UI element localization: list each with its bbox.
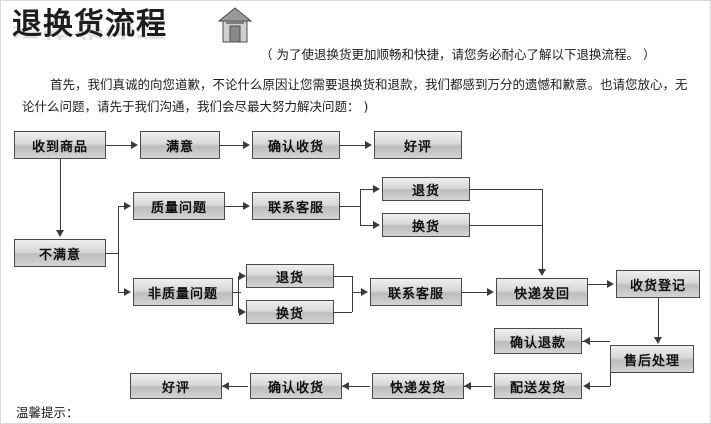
flow-node-n11: 退货 bbox=[246, 264, 334, 288]
connector-line bbox=[238, 276, 239, 312]
intro-line-1: 首先，我们真诚的向您道歉，不论什么原因让您需要退换货和退款，我们都感到万分的遗憾… bbox=[50, 77, 688, 92]
connector-line bbox=[464, 386, 492, 387]
connector-arrow bbox=[487, 288, 494, 296]
flow-node-n4: 好评 bbox=[374, 131, 462, 159]
flow-node-n13: 联系客服 bbox=[370, 278, 462, 306]
flow-node-n9: 换货 bbox=[382, 213, 470, 237]
connector-line bbox=[470, 189, 542, 190]
connector-arrow bbox=[131, 141, 138, 149]
connector-line bbox=[106, 253, 118, 254]
connector-arrow bbox=[365, 141, 372, 149]
connector-arrow bbox=[361, 288, 368, 296]
flow-node-n7: 联系客服 bbox=[252, 192, 340, 220]
connector-line bbox=[470, 225, 542, 226]
connector-line bbox=[360, 189, 374, 190]
flow-node-n14: 快递发回 bbox=[496, 278, 588, 306]
connector-line bbox=[225, 206, 243, 207]
flow-node-n16: 售后处理 bbox=[610, 345, 694, 373]
intro-paragraph: 首先，我们真诚的向您道歉，不论什么原因让您需要退换货和退款，我们都感到万分的遗憾… bbox=[22, 74, 694, 118]
connector-line bbox=[340, 145, 366, 146]
footer-tip: 温馨提示： bbox=[16, 405, 79, 420]
connector-arrow bbox=[654, 337, 662, 344]
connector-arrow bbox=[239, 272, 246, 280]
flow-node-n18: 配送发货 bbox=[494, 373, 582, 399]
flow-node-n10: 非质量问题 bbox=[133, 278, 233, 306]
page-title: 退换货流程 bbox=[12, 7, 167, 42]
connector-line bbox=[588, 284, 608, 285]
flow-node-n19: 快递发货 bbox=[372, 373, 464, 399]
connector-arrow bbox=[373, 221, 380, 229]
connector-arrow bbox=[607, 280, 614, 288]
connector-line bbox=[334, 312, 352, 313]
flow-node-n12: 换货 bbox=[246, 300, 334, 324]
connector-line bbox=[462, 292, 488, 293]
connector-arrow bbox=[124, 288, 131, 296]
connector-line bbox=[582, 341, 590, 342]
connector-line bbox=[118, 206, 119, 293]
connector-arrow bbox=[538, 269, 546, 276]
flow-node-n21: 好评 bbox=[130, 373, 222, 399]
connector-arrow bbox=[56, 230, 64, 237]
connector-line bbox=[118, 206, 125, 207]
connector-line bbox=[590, 386, 610, 387]
intro-line-2: 论什么问题，请先于我们沟通，我们会尽最大努力解决问题： ) bbox=[22, 99, 369, 114]
flow-node-n2: 满意 bbox=[140, 131, 220, 159]
connector-line bbox=[118, 292, 125, 293]
connector-line bbox=[106, 145, 132, 146]
connector-line bbox=[542, 189, 543, 269]
connector-line bbox=[222, 386, 248, 387]
connector-line bbox=[342, 386, 370, 387]
flow-node-n20: 确认收货 bbox=[250, 373, 342, 399]
connector-arrow bbox=[124, 202, 131, 210]
connector-line bbox=[60, 159, 61, 230]
connector-arrow bbox=[239, 308, 246, 316]
header-subtitle: （ 为了使退换货更加顺畅和快捷，请您务必耐心了解以下退换流程。 ） bbox=[260, 47, 656, 62]
flow-node-n8: 退货 bbox=[382, 177, 470, 201]
connector-line bbox=[233, 292, 241, 293]
connector-arrow bbox=[243, 141, 250, 149]
connector-arrow bbox=[464, 382, 471, 390]
connector-line bbox=[340, 206, 360, 207]
connector-arrow bbox=[583, 382, 590, 390]
connector-line bbox=[334, 276, 352, 277]
connector-line bbox=[658, 298, 659, 337]
connector-line bbox=[360, 189, 361, 225]
connector-line bbox=[220, 145, 244, 146]
connector-arrow bbox=[243, 202, 250, 210]
connector-arrow bbox=[373, 185, 380, 193]
connector-arrow bbox=[342, 382, 349, 390]
flow-node-n6: 质量问题 bbox=[133, 192, 225, 220]
flow-node-n17: 确认退款 bbox=[494, 328, 582, 354]
flow-node-n5: 不满意 bbox=[14, 239, 106, 267]
connector-line bbox=[352, 292, 362, 293]
connector-line bbox=[352, 276, 353, 312]
connector-arrow bbox=[222, 382, 229, 390]
connector-line bbox=[590, 341, 610, 342]
flow-node-n1: 收到商品 bbox=[14, 131, 106, 159]
connector-line bbox=[360, 225, 374, 226]
house-icon bbox=[217, 6, 253, 44]
flow-node-n15: 收货登记 bbox=[616, 270, 700, 298]
flow-node-n3: 确认收货 bbox=[252, 131, 340, 159]
